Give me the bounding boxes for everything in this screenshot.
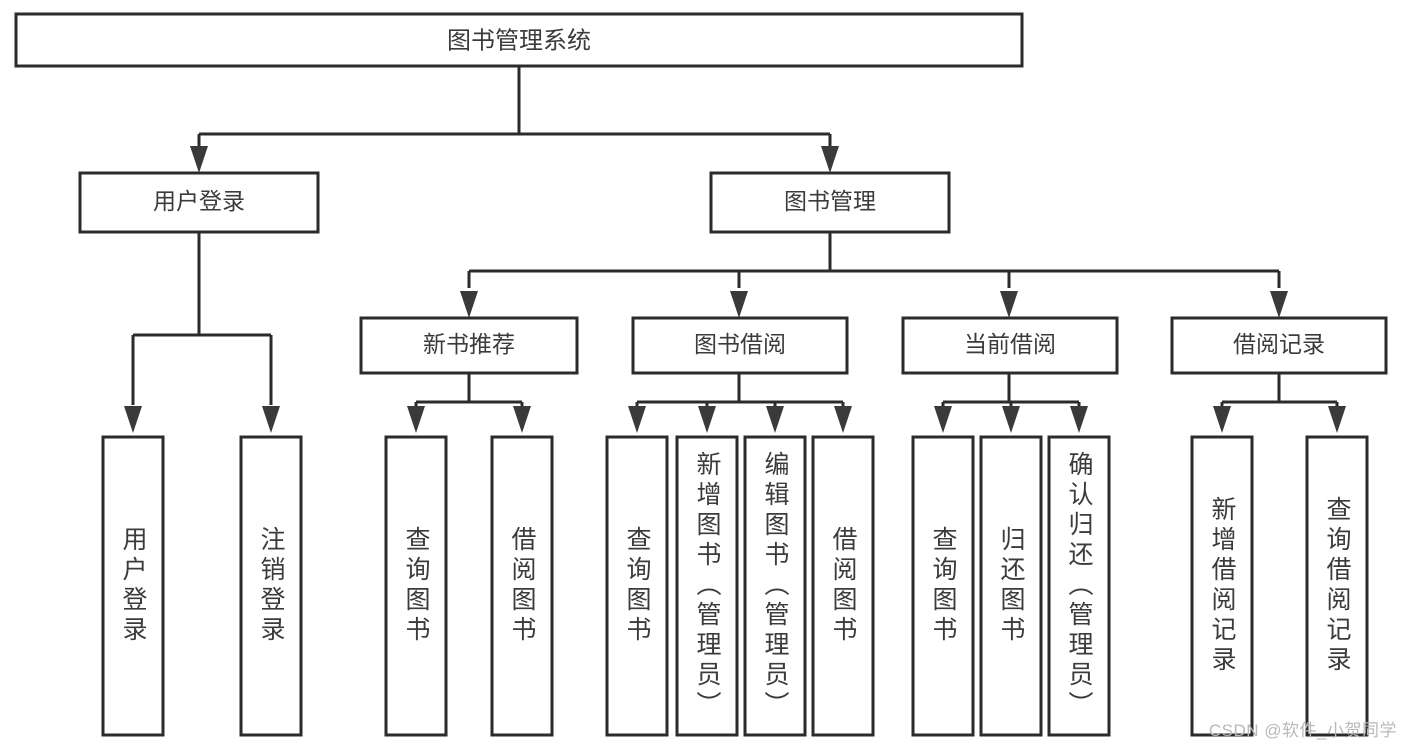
node-new-book-recommend[interactable]: 新书推荐: [359, 316, 579, 375]
node-user-login[interactable]: 用户登录: [78, 171, 320, 234]
leaf-confirm-return-admin[interactable]: 确认归还（管理员）: [1047, 435, 1111, 737]
node-borrow-records[interactable]: 借阅记录: [1170, 316, 1388, 375]
arrow-to-leaf-return-book: [1002, 406, 1020, 433]
leaf-user-login-box[interactable]: [101, 435, 165, 737]
leaf-logout-box[interactable]: [239, 435, 303, 737]
current-borrow-box[interactable]: [901, 316, 1119, 375]
connector-layer: [124, 66, 1346, 433]
leaf-borrow-borrow-book-label: 借阅图书: [829, 526, 858, 646]
root-label: 图书管理系统: [447, 27, 591, 54]
node-current-borrow[interactable]: 当前借阅: [901, 316, 1119, 375]
arrow-to-user-login: [190, 146, 208, 173]
arrow-to-leaf-add-record: [1213, 406, 1231, 433]
arrow-to-leaf-logout: [262, 406, 280, 433]
node-book-management[interactable]: 图书管理: [709, 171, 951, 234]
leaf-add-borrow-record-box[interactable]: [1190, 435, 1254, 737]
book-borrow-box[interactable]: [631, 316, 849, 375]
arrow-to-new-book-recommend: [460, 291, 478, 318]
borrow-records-label: 借阅记录: [1233, 331, 1325, 357]
borrow-records-box[interactable]: [1170, 316, 1388, 375]
arrow-to-leaf-query-book-3: [934, 406, 952, 433]
arrow-to-borrow-records: [1270, 291, 1288, 318]
arrow-to-leaf-user-login: [124, 406, 142, 433]
arrow-to-leaf-confirm-return: [1070, 406, 1088, 433]
leaf-confirm-return-admin-box[interactable]: [1047, 435, 1111, 737]
arrow-to-leaf-query-book-1: [407, 406, 425, 433]
book-management-box[interactable]: [709, 171, 951, 234]
leaf-confirm-return-admin-label: 确认归还（管理员）: [1065, 451, 1094, 721]
leaf-borrow-query-book-label: 查询图书: [623, 526, 652, 646]
leaf-recommend-query-book-box[interactable]: [384, 435, 448, 737]
leaf-borrow-borrow-book[interactable]: 借阅图书: [811, 435, 875, 737]
node-book-borrow[interactable]: 图书借阅: [631, 316, 849, 375]
leaf-edit-book-admin-box[interactable]: [743, 435, 807, 737]
leaf-return-book[interactable]: 归还图书: [979, 435, 1043, 737]
leaf-current-query-book-label: 查询图书: [929, 526, 958, 646]
leaf-logout[interactable]: 注销登录: [239, 435, 303, 737]
leaf-user-login[interactable]: 用户登录: [101, 435, 165, 737]
user-login-box[interactable]: [78, 171, 320, 234]
node-root-book-management-system[interactable]: 图书管理系统: [14, 12, 1024, 68]
leaf-edit-book-admin[interactable]: 编辑图书（管理员）: [743, 435, 807, 737]
leaf-query-borrow-record-box[interactable]: [1305, 435, 1369, 737]
new-book-recommend-label: 新书推荐: [423, 331, 515, 357]
leaf-recommend-borrow-book[interactable]: 借阅图书: [490, 435, 554, 737]
arrow-to-current-borrow: [1000, 291, 1018, 318]
leaf-return-book-label: 归还图书: [997, 526, 1026, 646]
root-box[interactable]: [14, 12, 1024, 68]
arrow-to-leaf-edit-book: [766, 406, 784, 433]
arrow-to-book-borrow: [730, 291, 748, 318]
arrow-to-leaf-borrow-book-1: [513, 406, 531, 433]
leaf-recommend-query-book[interactable]: 查询图书: [384, 435, 448, 737]
book-borrow-label: 图书借阅: [694, 331, 786, 357]
leaf-current-query-book[interactable]: 查询图书: [911, 435, 975, 737]
leaf-add-borrow-record-label: 新增借阅记录: [1208, 496, 1237, 676]
leaf-add-book-admin-box[interactable]: [675, 435, 739, 737]
arrow-to-leaf-query-book-2: [628, 406, 646, 433]
leaf-query-borrow-record[interactable]: 查询借阅记录: [1305, 435, 1369, 737]
new-book-recommend-box[interactable]: [359, 316, 579, 375]
user-login-label: 用户登录: [153, 188, 245, 214]
leaf-return-book-box[interactable]: [979, 435, 1043, 737]
leaf-add-book-admin[interactable]: 新增图书（管理员）: [675, 435, 739, 737]
leaf-recommend-query-book-label: 查询图书: [402, 526, 431, 646]
leaf-current-query-book-box[interactable]: [911, 435, 975, 737]
leaf-borrow-borrow-book-box[interactable]: [811, 435, 875, 737]
leaf-edit-book-admin-label: 编辑图书（管理员）: [761, 451, 790, 721]
arrow-to-leaf-query-record: [1328, 406, 1346, 433]
leaf-add-borrow-record[interactable]: 新增借阅记录: [1190, 435, 1254, 737]
leaf-user-login-label: 用户登录: [119, 526, 148, 646]
arrow-to-leaf-add-book: [698, 406, 716, 433]
leaf-query-borrow-record-label: 查询借阅记录: [1323, 496, 1352, 676]
leaf-logout-label: 注销登录: [257, 526, 286, 646]
arrow-to-leaf-borrow-book-2: [834, 406, 852, 433]
leaf-borrow-query-book-box[interactable]: [605, 435, 669, 737]
current-borrow-label: 当前借阅: [964, 331, 1056, 357]
leaf-borrow-query-book[interactable]: 查询图书: [605, 435, 669, 737]
arrow-to-book-management: [821, 146, 839, 173]
book-management-label: 图书管理: [784, 188, 876, 214]
leaf-add-book-admin-label: 新增图书（管理员）: [693, 451, 722, 721]
leaf-recommend-borrow-book-label: 借阅图书: [508, 526, 537, 646]
leaf-recommend-borrow-book-box[interactable]: [490, 435, 554, 737]
